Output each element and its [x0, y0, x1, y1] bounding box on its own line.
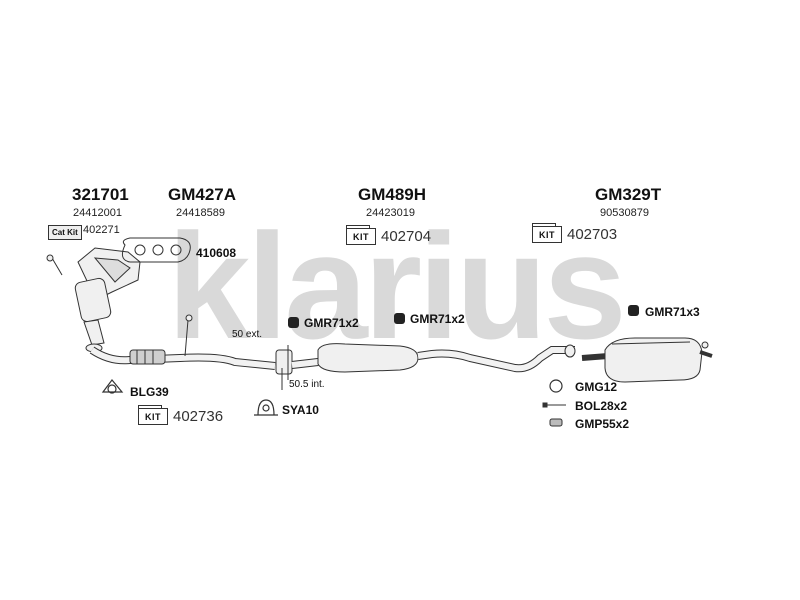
- bol-label[interactable]: BOL28x2: [575, 399, 628, 413]
- catalytic-converter-drawing: [46, 247, 141, 353]
- gmr-b-label[interactable]: GMR71x2: [410, 312, 465, 326]
- mid-kit[interactable]: KIT 402704: [346, 225, 432, 245]
- gmg-label[interactable]: GMG12: [575, 380, 618, 394]
- kit-icon: KIT: [532, 223, 562, 243]
- middle-silencer-drawing: [291, 343, 576, 373]
- cat-code[interactable]: 321701: [72, 185, 129, 204]
- rear-silencer-drawing: [581, 337, 713, 383]
- rear-kit-number: 402703: [567, 226, 618, 243]
- mid-code[interactable]: GM489H: [358, 185, 427, 204]
- rubber-mount-icon: [288, 317, 299, 328]
- rubber-mount-icon: [628, 305, 639, 316]
- int-50-5-label: 50.5 int.: [289, 379, 325, 390]
- front-oem: 24418589: [176, 207, 225, 219]
- gasket-410608-drawing: [121, 237, 191, 263]
- blg39-drawing: [101, 379, 124, 394]
- front-pipe-drawing: [89, 314, 276, 370]
- gmr-a-label[interactable]: GMR71x2: [304, 316, 359, 330]
- catkit-num[interactable]: 402271: [83, 224, 120, 236]
- gmp-label[interactable]: GMP55x2: [575, 417, 630, 431]
- front-code[interactable]: GM427A: [168, 185, 237, 204]
- mid-kit-number: 402704: [381, 228, 432, 245]
- rear-oem: 90530879: [600, 207, 649, 219]
- front-kit-number: 402736: [173, 408, 224, 425]
- gmp55-drawing: [549, 418, 563, 427]
- mid-oem: 24423019: [366, 207, 415, 219]
- front-kit[interactable]: KIT 402736: [138, 405, 224, 425]
- bol28-drawing: [542, 402, 566, 408]
- blg-label[interactable]: BLG39: [130, 385, 169, 399]
- sya10-drawing: [254, 399, 278, 416]
- ext-50-label: 50 ext.: [232, 329, 263, 340]
- kit-icon: KIT: [138, 405, 168, 425]
- gasket-410608-label[interactable]: 410608: [196, 246, 237, 260]
- gmg12-drawing: [549, 379, 563, 393]
- rubber-mount-icon: [394, 313, 405, 324]
- gmr-c-label[interactable]: GMR71x3: [645, 305, 700, 319]
- catkit-tag: Cat Kit: [48, 225, 82, 240]
- rear-kit[interactable]: KIT 402703: [532, 223, 618, 243]
- kit-icon: KIT: [346, 225, 376, 245]
- sya-label[interactable]: SYA10: [282, 403, 319, 417]
- cat-oem: 24412001: [73, 207, 122, 219]
- rear-code[interactable]: GM329T: [595, 185, 662, 204]
